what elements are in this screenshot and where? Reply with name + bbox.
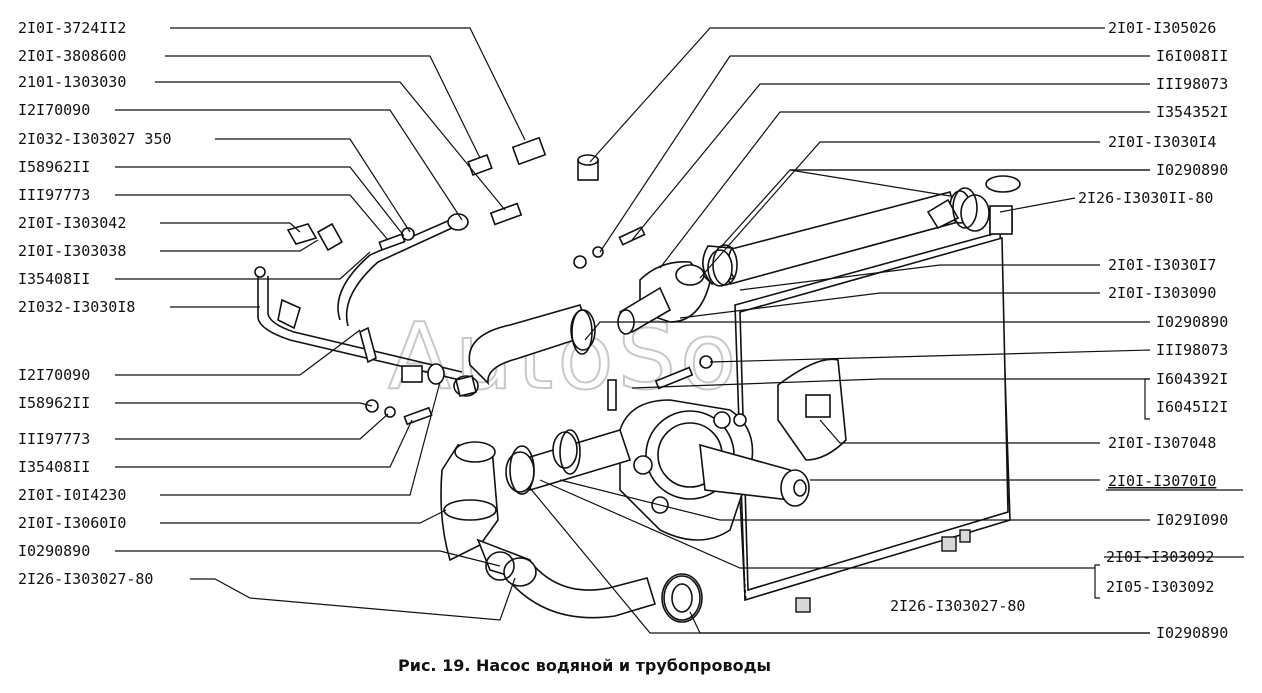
part-label: I2I70090: [18, 366, 90, 384]
part-label: 2I032-I3030I8: [18, 298, 135, 316]
part-label: 2I26-I3030II-80: [1078, 189, 1213, 207]
heater-pipe: [254, 219, 463, 381]
part-label: 2I0I-3808600: [18, 47, 126, 65]
part-label: 2I26-I303027-80: [18, 570, 153, 588]
part-label: 2I05-I303092: [1106, 578, 1214, 596]
left-leader-lines: [115, 27, 526, 621]
part-label: 2I0I-I305026: [1108, 19, 1216, 37]
lower-hose: [503, 557, 701, 621]
left-labels: 2I0I-3724II2 2I0I-3808600 2101-1303030 I…: [18, 19, 172, 588]
part-label: 2101-1303030: [18, 73, 126, 91]
part-label: 2I0I-I303042: [18, 214, 126, 232]
part-label: 2I0I-I303038: [18, 242, 126, 260]
part-label: I0290890: [1156, 624, 1228, 642]
part-label: 2I0I-I303090: [1108, 284, 1216, 302]
part-label: I58962II: [18, 394, 90, 412]
part-label: III98073: [1156, 341, 1228, 359]
part-label: I0290890: [1156, 313, 1228, 331]
inner-part-label: 2I26-I303027-80: [890, 597, 1025, 615]
part-label: III97773: [18, 430, 90, 448]
part-label: I6I008II: [1156, 47, 1228, 65]
pump-gasket: [777, 358, 847, 461]
part-label: 2I0I-I3060I0: [18, 514, 126, 532]
right-leader-lines: [529, 27, 1151, 634]
water-pump: [619, 399, 810, 541]
part-label: 2I0I-I3030I7: [1108, 256, 1216, 274]
part-label: I0290890: [1156, 161, 1228, 179]
part-label: 2I0I-I0I4230: [18, 486, 126, 504]
coolant-outlet-manifold: [617, 261, 711, 335]
part-label: I35408II: [18, 270, 90, 288]
part-label: III97773: [18, 186, 90, 204]
part-label: I2I70090: [18, 101, 90, 119]
figure-caption: Рис. 19. Насос водяной и трубопроводы: [398, 656, 771, 675]
right-labels: 2I0I-I305026 I6I008II III98073 I354352I …: [1078, 19, 1244, 642]
part-label: I58962II: [18, 158, 90, 176]
part-label: I604392I: [1156, 370, 1228, 388]
part-label: I354352I: [1156, 103, 1228, 121]
part-label: I35408II: [18, 458, 90, 476]
part-label: I0290890: [18, 542, 90, 560]
part-label: I6045I2I: [1156, 398, 1228, 416]
bypass-pipe: [702, 190, 990, 287]
part-label: 2I0I-I3070I0: [1108, 472, 1216, 490]
pump-outlet-pipe: [505, 429, 632, 493]
part-label: 2I0I-3724II2: [18, 19, 126, 37]
part-label: I029I090: [1156, 511, 1228, 529]
part-label: 2I0I-I3030I4: [1108, 133, 1216, 151]
part-label: 2I032-I303027 350: [18, 130, 172, 148]
part-label: III98073: [1156, 75, 1228, 93]
part-label: 2I0I-I307048: [1108, 434, 1216, 452]
